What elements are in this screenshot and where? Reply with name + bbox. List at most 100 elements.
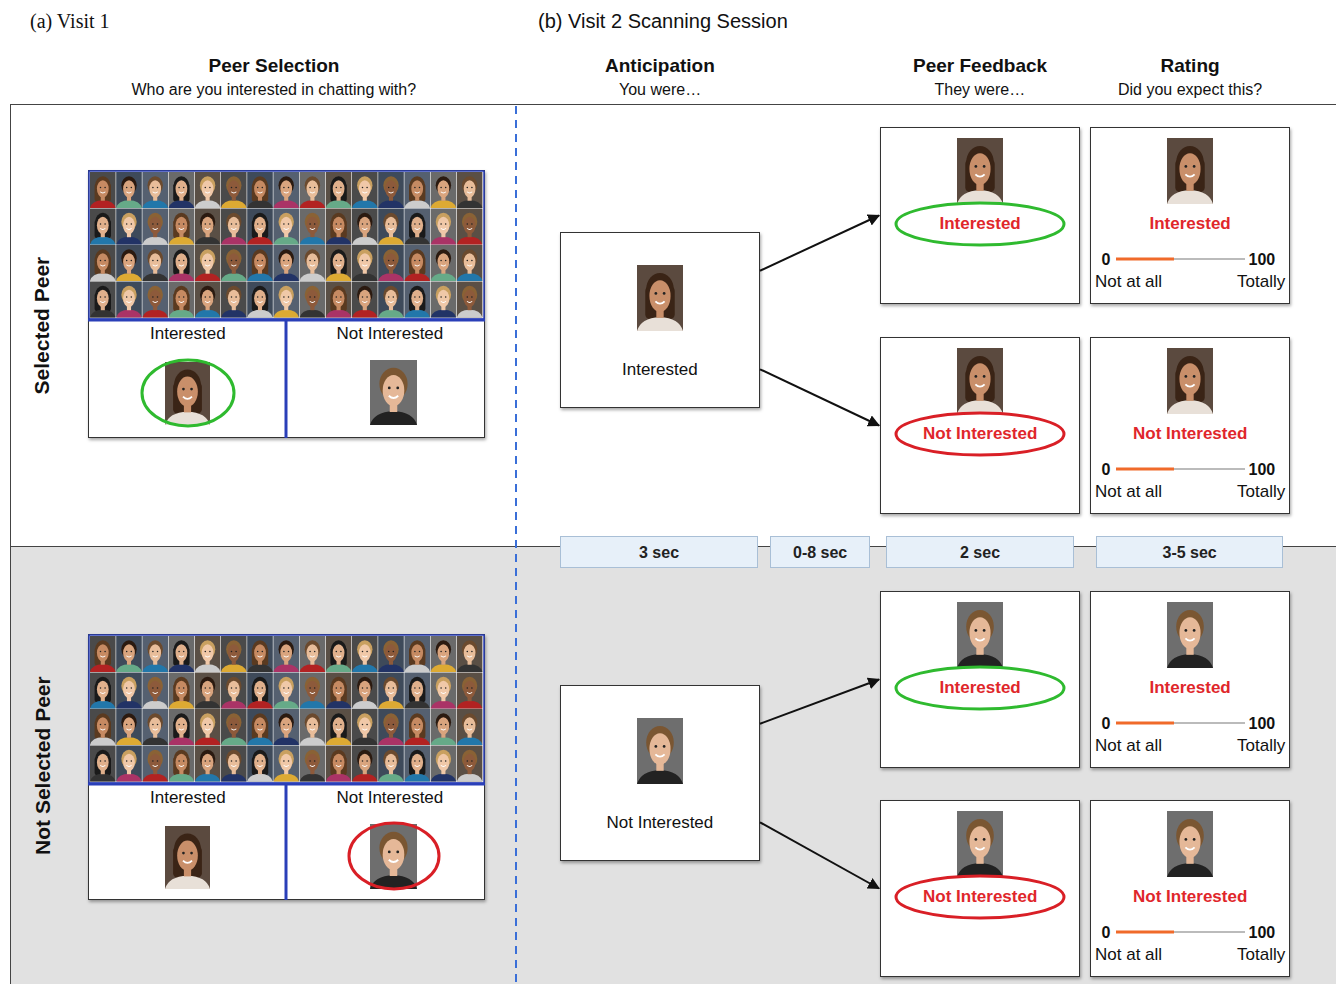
face-photo: [90, 209, 116, 245]
hair-top: [410, 640, 425, 658]
face: [202, 644, 214, 661]
eye: [126, 223, 128, 225]
eye: [974, 629, 977, 632]
anticipation-label: Not Interested: [607, 813, 714, 833]
face: [202, 717, 214, 734]
face-photo: [169, 746, 195, 782]
eye: [283, 687, 285, 689]
hair-top: [279, 713, 294, 731]
neck: [232, 194, 236, 200]
feedback-label: Interested: [940, 214, 1021, 234]
neck: [101, 267, 105, 273]
neck: [206, 304, 210, 310]
hair-top: [279, 249, 294, 267]
face-photo: [300, 636, 326, 672]
smile: [388, 192, 393, 193]
hair-top: [226, 176, 241, 194]
hair: [173, 647, 189, 665]
smile: [310, 692, 315, 693]
face-photo: [195, 636, 221, 672]
face-photo: [169, 673, 195, 709]
eye: [336, 223, 338, 225]
eye: [1184, 375, 1187, 378]
eye: [104, 760, 106, 762]
neck: [284, 695, 288, 701]
face-photo: [300, 209, 326, 245]
feedback-label: Interested: [940, 678, 1021, 698]
eye: [471, 223, 473, 225]
hair-top: [383, 640, 398, 658]
eye: [309, 687, 311, 689]
face: [176, 253, 188, 270]
neck: [441, 658, 445, 664]
photo-bg: [300, 282, 326, 318]
choice-label: Interested: [150, 788, 226, 808]
eye: [471, 687, 473, 689]
shirt: [457, 200, 483, 208]
face-photo: [247, 282, 273, 318]
eye: [1193, 838, 1196, 841]
smile: [336, 729, 341, 730]
shirt: [326, 237, 352, 245]
neck: [153, 304, 157, 310]
shirt: [195, 200, 221, 208]
shirt: [195, 737, 221, 745]
hair-top: [174, 249, 189, 267]
hair-top: [383, 176, 398, 194]
eye: [340, 724, 342, 726]
shirt: [352, 273, 378, 281]
eye: [388, 651, 390, 653]
eye: [440, 260, 442, 262]
neck: [337, 731, 341, 737]
eye: [340, 223, 342, 225]
eye: [393, 760, 395, 762]
eye: [419, 187, 421, 189]
face: [385, 681, 397, 698]
eye: [419, 296, 421, 298]
face: [411, 217, 423, 234]
face-photo: [90, 282, 116, 318]
face: [359, 217, 371, 234]
hair-top: [252, 176, 267, 194]
shirt: [169, 664, 195, 672]
neck: [232, 231, 236, 237]
face: [123, 681, 135, 698]
neck: [441, 768, 445, 774]
photo-bg: [169, 709, 195, 745]
smile: [179, 265, 184, 266]
eye: [178, 223, 180, 225]
eye: [190, 388, 193, 391]
face: [202, 754, 214, 771]
eye: [467, 724, 469, 726]
eye: [663, 292, 666, 295]
eye: [283, 187, 285, 189]
hair-top: [174, 213, 189, 231]
eye: [414, 651, 416, 653]
hair-top: [174, 286, 189, 304]
smile: [257, 192, 262, 193]
eye: [131, 296, 133, 298]
hair-top: [95, 286, 110, 304]
smile: [183, 397, 192, 399]
eye: [288, 296, 290, 298]
hair: [95, 220, 111, 238]
hair: [252, 757, 268, 775]
neck: [310, 695, 314, 701]
photo-bg: [273, 209, 299, 245]
hair: [173, 293, 189, 311]
face: [464, 290, 476, 307]
eye: [257, 296, 259, 298]
shirt: [637, 317, 683, 331]
hair: [330, 293, 346, 311]
smile: [441, 729, 446, 730]
face-photo: [457, 673, 483, 709]
hair: [965, 369, 994, 402]
photo-bg: [431, 709, 457, 745]
shirt: [457, 310, 483, 318]
eye: [209, 687, 211, 689]
photo-bg: [431, 172, 457, 208]
neck: [206, 695, 210, 701]
eye: [235, 687, 237, 689]
eye: [388, 724, 390, 726]
column-heading: Peer Selection: [209, 55, 340, 78]
